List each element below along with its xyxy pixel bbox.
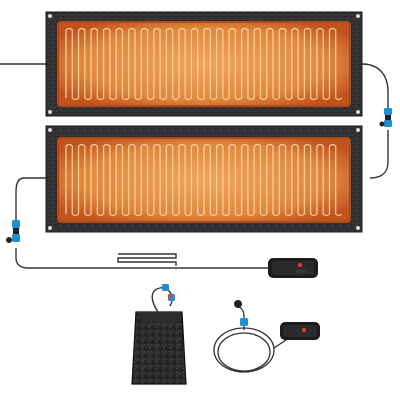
controller-cable — [15, 248, 270, 269]
controller-icon — [268, 258, 318, 278]
grommet-icon — [356, 128, 360, 132]
connector-icon — [379, 108, 392, 127]
cable-group — [0, 63, 389, 269]
grommet-icon — [356, 14, 360, 18]
power-plug-icon — [213, 300, 287, 373]
link-cable-lower — [369, 130, 389, 179]
cord-coil — [217, 332, 271, 372]
power-led — [298, 263, 302, 267]
top-mat — [45, 11, 363, 117]
power-led — [302, 328, 306, 332]
connector-icon — [6, 220, 20, 243]
grommet-icon — [356, 226, 360, 230]
storage-bag-icon — [131, 284, 187, 385]
grommet-icon — [48, 14, 52, 18]
cord-coil — [213, 327, 275, 373]
coiled-cable — [117, 253, 177, 266]
grommet-icon — [48, 128, 52, 132]
controller-icon — [280, 322, 320, 340]
grommet-icon — [356, 110, 360, 114]
bottom-mat — [45, 125, 363, 233]
grommet-icon — [48, 110, 52, 114]
link-cable-upper — [361, 63, 389, 116]
heating-coil — [65, 143, 343, 217]
output-cable — [15, 177, 46, 232]
grommet-icon — [48, 226, 52, 230]
bag-plug-led — [168, 294, 172, 298]
heating-coil — [65, 27, 343, 101]
